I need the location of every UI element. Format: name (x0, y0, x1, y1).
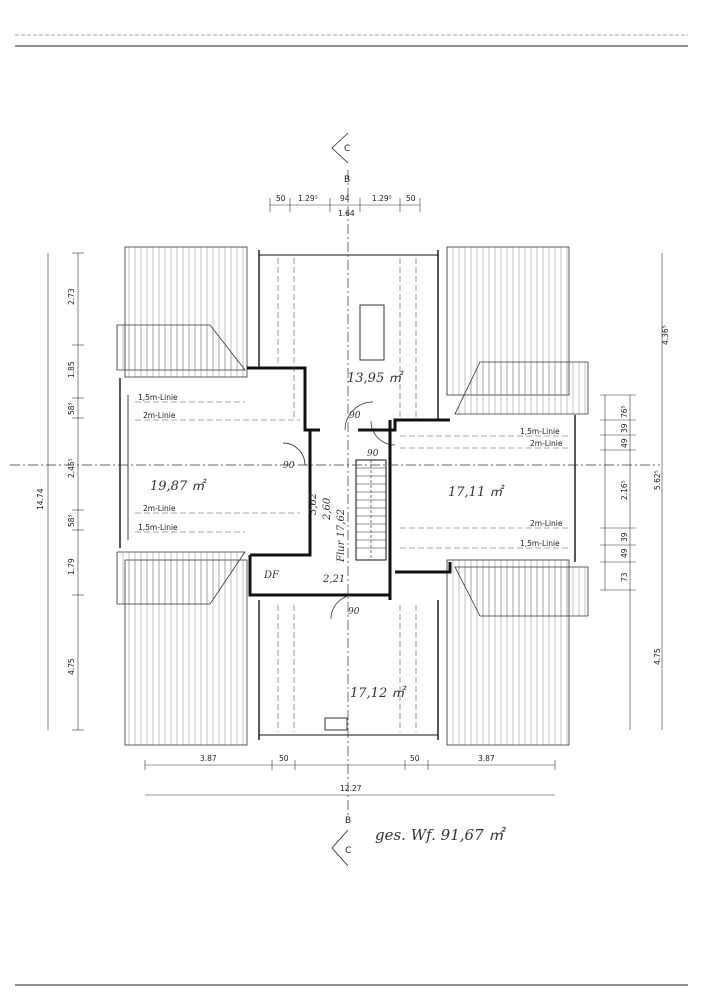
flur-dim-a: 3,62 (308, 493, 319, 515)
line-label-r3: 2m-Linie (530, 519, 563, 528)
dim-top-e: 50 (406, 194, 416, 203)
dim-left-a: 2.73 (67, 288, 76, 305)
room-area-left: 19,87 ㎡ (150, 478, 207, 494)
dim-bottom-b: 50 (279, 754, 289, 763)
chimney (324, 717, 348, 731)
dim-right-c: 39 (620, 423, 629, 433)
axis-lines (10, 170, 660, 815)
roof-areas (116, 246, 589, 746)
dim-left-d: 2.45⁵ (67, 458, 76, 478)
dim-left-total: 14.74 (36, 488, 45, 510)
door-label-2: 90 (367, 449, 379, 459)
dim-right-e: 2.16⁵ (620, 480, 629, 500)
dim-bottom-d: 3.87 (478, 754, 495, 763)
line-label-r4: 1,5m-Linie (520, 539, 560, 548)
section-mark-bottom (331, 829, 349, 867)
door-label-4: 90 (348, 607, 360, 617)
stair (356, 460, 386, 560)
dim-top-total: 1.64 (338, 209, 355, 218)
dim-left-f: 1.79 (67, 558, 76, 575)
dim-bottom-total: 12.27 (340, 784, 362, 793)
walls (119, 250, 576, 740)
dim-top-d: 1.29⁵ (372, 194, 392, 203)
dim-right-i: 73 (620, 572, 629, 582)
section-mark-top (331, 132, 349, 164)
dim-bottom-a: 3.87 (200, 754, 217, 763)
dim-right-d: 49 (620, 438, 629, 448)
dim-right-g: 39 (620, 532, 629, 542)
dim-right-f: 5.62⁵ (653, 470, 662, 490)
dim-right-j: 4.75 (653, 648, 662, 665)
dim-left-c: 58⁵ (67, 402, 76, 415)
line-label-l4: 1,5m-Linie (138, 523, 178, 532)
skylight (359, 304, 385, 361)
room-area-top: 13,95 ㎡ (347, 370, 404, 386)
section-c-top: C (344, 144, 350, 154)
room-area-right: 17,11 ㎡ (448, 484, 505, 500)
flur-dim-b: 2,60 (322, 497, 333, 521)
line-label-l3: 2m-Linie (143, 504, 176, 513)
line-label-r2: 2m-Linie (530, 439, 563, 448)
dim-left-g: 4.75 (67, 658, 76, 675)
room-area-bottom: 17,12 ㎡ (350, 685, 407, 701)
line-label-l2: 2m-Linie (143, 411, 176, 420)
dim-right-b: 76⁵ (620, 405, 629, 418)
total-living-area-note: ges. Wf. 91,67 ㎡ (375, 826, 506, 844)
dim-left-b: 1.85 (67, 361, 76, 378)
height-lines (135, 258, 570, 732)
small-room-area: 2,21 (322, 574, 345, 585)
dim-right-a: 4.36⁵ (661, 325, 670, 345)
line-label-l1: 1,5m-Linie (138, 393, 178, 402)
dim-left-e: 58⁵ (67, 514, 76, 527)
line-label-r1: 1,5m-Linie (520, 427, 560, 436)
section-b-bottom: B (345, 816, 351, 826)
dimension-lines (47, 198, 663, 796)
flur-area: Flur 17,62 (336, 509, 347, 563)
dim-bottom-c: 50 (410, 754, 420, 763)
door-label-1: 90 (349, 411, 361, 421)
dim-top-a: 50 (276, 194, 286, 203)
doors (282, 401, 396, 620)
section-b-top: B (344, 175, 350, 185)
door-label-3: 90 (283, 461, 295, 471)
section-c-bottom: C (345, 846, 351, 856)
dim-right-h: 49 (620, 548, 629, 558)
page-borders (15, 34, 688, 986)
dim-top-b: 1.29⁵ (298, 194, 318, 203)
dim-top-c: 94 (340, 194, 350, 203)
df-label: DF (263, 570, 280, 581)
